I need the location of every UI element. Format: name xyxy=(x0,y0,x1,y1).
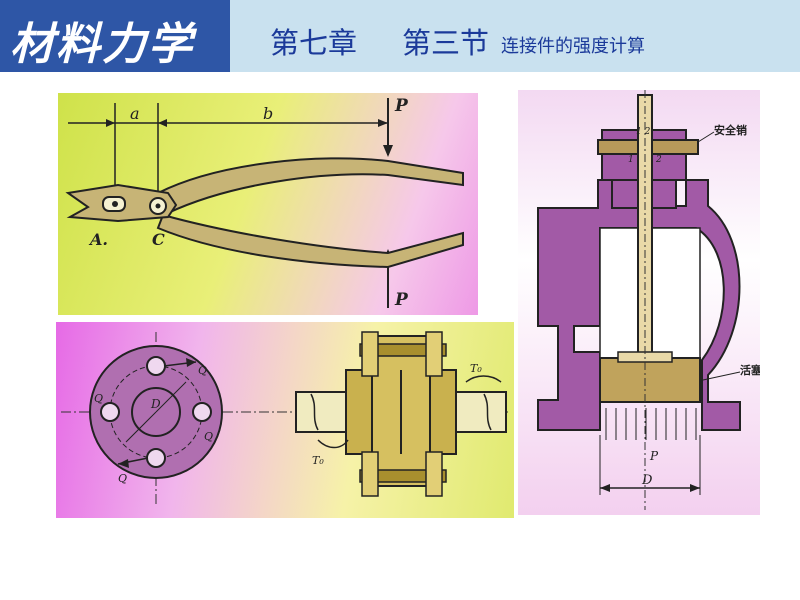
topic-label: 连接件的强度计算 xyxy=(501,36,645,57)
force-q2-label: Q xyxy=(94,392,103,405)
dim-a-label: a xyxy=(130,104,140,123)
diameter-d-label: D xyxy=(150,397,161,411)
course-title: 材料力学 xyxy=(10,19,194,70)
chapter-band: 第七章 第三节 连接件的强度计算 xyxy=(230,0,800,72)
section-1-label: 1 xyxy=(628,155,634,165)
force-q1-label: Q xyxy=(198,364,207,377)
piston-label: 活塞 xyxy=(740,363,760,377)
course-title-box: 材料力学 xyxy=(0,0,230,72)
force-q3-label: Q xyxy=(204,430,213,443)
force-p-top-label: P xyxy=(394,96,409,116)
point-c-label: C xyxy=(152,230,165,249)
safety-pin-label: 安全销 xyxy=(714,123,747,137)
pliers-svg: a b P P A. C xyxy=(65,96,464,310)
safety-valve-diagram: 安全销 活塞 P D 1 2 1 2 xyxy=(518,90,760,515)
dim-b-label: b xyxy=(263,104,273,123)
torque-left-label: T₀ xyxy=(312,454,324,467)
flange-coupling-diagram: Q Q Q Q D T₀ T₀ xyxy=(56,322,514,518)
point-a-label: A. xyxy=(88,230,108,249)
flange-svg: Q Q Q Q D T₀ T₀ xyxy=(61,331,511,507)
pliers-diagram: a b P P A. C xyxy=(58,93,478,315)
pressure-p-label: P xyxy=(649,449,659,463)
section-12-label: 1 2 xyxy=(636,127,651,137)
section-label: 第三节 xyxy=(402,26,490,60)
section-2-label: 2 xyxy=(655,155,662,165)
valve-svg: 安全销 活塞 P D 1 2 1 2 xyxy=(537,90,760,510)
force-q4-label: Q xyxy=(118,472,127,485)
torque-right-label: T₀ xyxy=(470,362,482,375)
chapter-label: 第七章 xyxy=(270,26,358,60)
diameter-d-valve-label: D xyxy=(641,473,653,488)
force-p-bottom-label: P xyxy=(394,290,409,310)
